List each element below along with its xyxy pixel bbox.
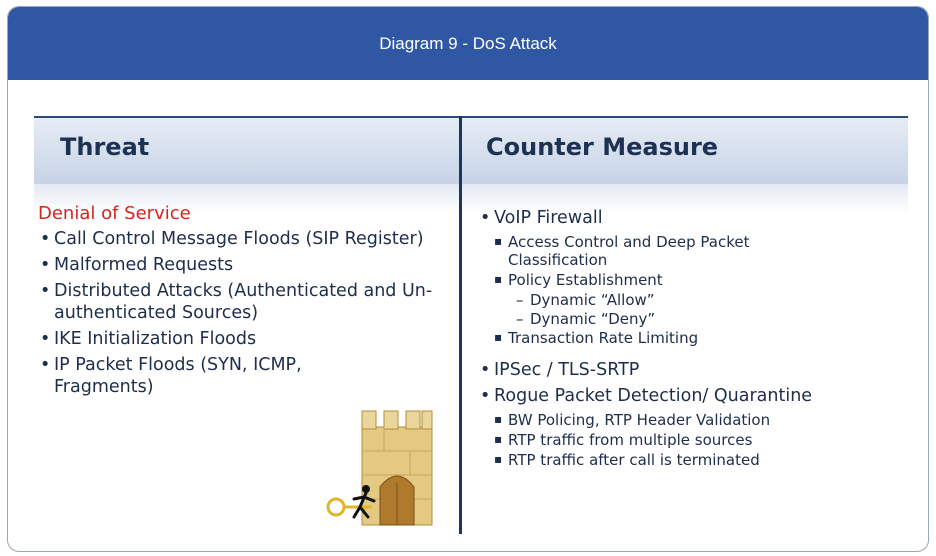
diagram-frame: Diagram 9 - DoS Attack Threat Counter Me… [7,6,929,552]
countermeasure-rogue: Rogue Packet Detection/ Quarantine [478,385,908,407]
threat-item: IKE Initialization Floods [38,328,448,350]
threat-item: Distributed Attacks (Authenticated and U… [38,280,448,324]
castle-with-intruder-icon [326,410,433,526]
countermeasure-subitem: Policy Establishment [478,270,908,289]
countermeasure-voip-firewall: VoIP Firewall [478,207,908,229]
threat-category: Denial of Service [38,203,191,224]
threat-header: Threat [34,116,460,186]
column-divider [459,116,462,534]
countermeasure-subitem: BW Policing, RTP Header Validation [478,410,908,429]
countermeasure-header: Counter Measure [460,116,908,186]
countermeasure-ipsec: IPSec / TLS-SRTP [478,359,908,381]
countermeasure-subitem: Transaction Rate Limiting [478,328,908,347]
countermeasure-subsubitem: Dynamic “Allow” [478,291,908,309]
threat-header-label: Threat [60,133,150,161]
countermeasure-column: VoIP Firewall Access Control and Deep Pa… [478,207,908,471]
countermeasure-subitem: RTP traffic from multiple sources [478,430,908,449]
threat-item: Malformed Requests [38,254,448,276]
threat-column: Denial of Service Call Control Message F… [38,203,448,402]
threat-item: Call Control Message Floods (SIP Registe… [38,228,448,250]
countermeasure-header-label: Counter Measure [486,133,719,161]
countermeasure-subitem: Access Control and Deep Packet Classific… [478,232,838,269]
countermeasure-subitem: RTP traffic after call is terminated [478,450,908,469]
countermeasure-subsubitem: Dynamic “Deny” [478,310,908,328]
diagram-title: Diagram 9 - DoS Attack [8,7,928,80]
threat-item: IP Packet Floods (SYN, ICMP, Fragments) [38,354,344,398]
